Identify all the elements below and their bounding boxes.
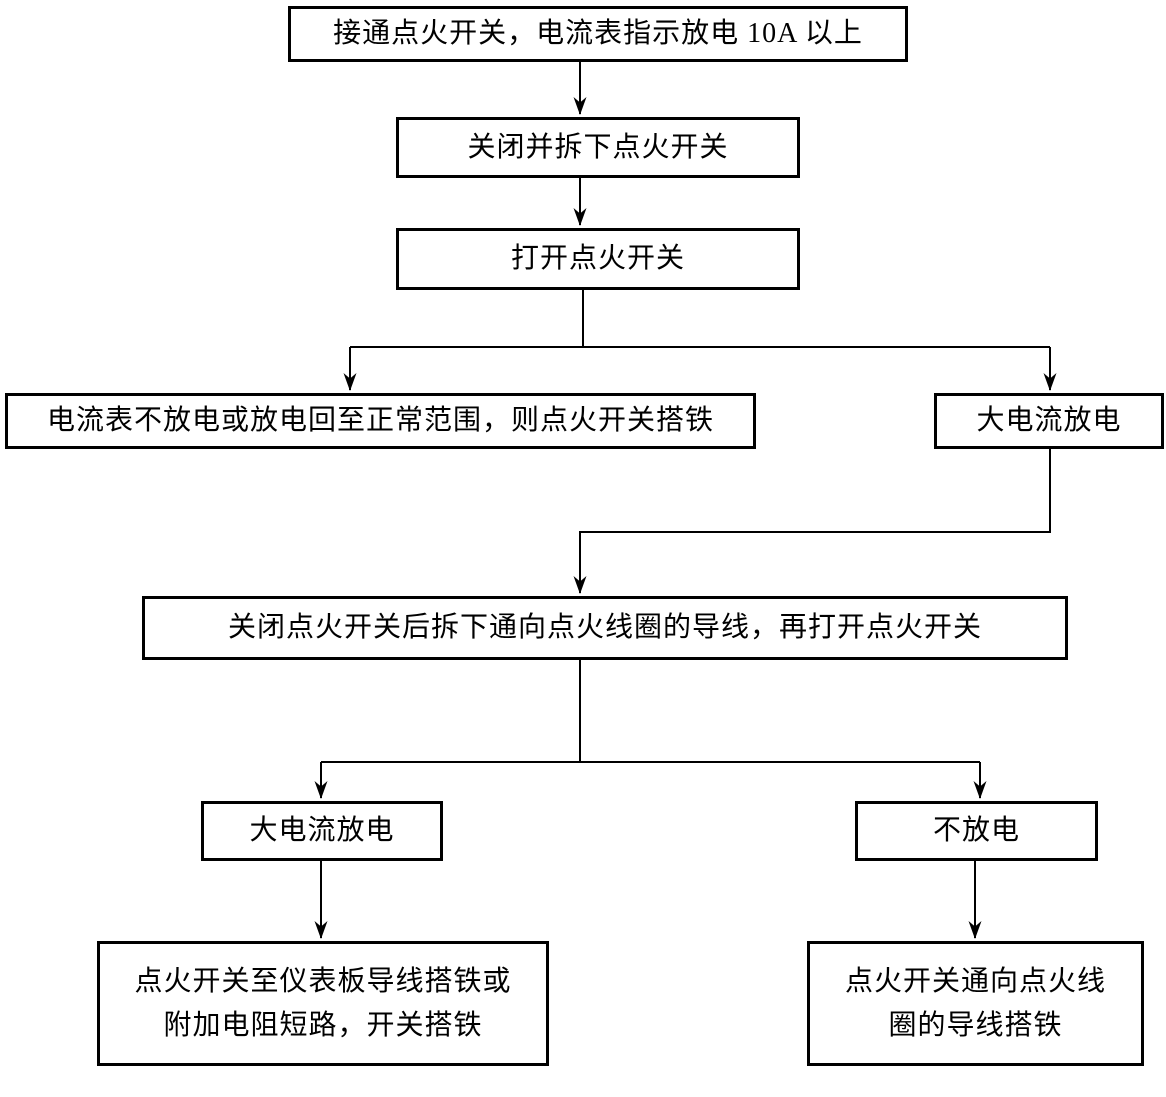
connector-large1-to-removecoil [573,449,1051,594]
flow-box-start: 接通点火开关，电流表指示放电 10A 以上 [288,6,908,62]
flow-box-large-current-discharge-1: 大电流放电 [934,393,1164,449]
flow-box-ammeter-normal: 电流表不放电或放电回至正常范围，则点火开关搭铁 [5,393,756,449]
flow-box-conclusion-coil-wire-grounded: 点火开关通向点火线 圈的导线搭铁 [807,941,1144,1066]
flow-box-close-and-remove-switch: 关闭并拆下点火开关 [396,117,800,178]
flow-box-large-current-discharge-2: 大电流放电 [201,801,443,861]
flow-box-open-switch: 打开点火开关 [396,228,800,290]
flow-box-no-discharge: 不放电 [855,801,1098,861]
flow-box-remove-coil-wire-and-reopen: 关闭点火开关后拆下通向点火线圈的导线，再打开点火开关 [142,596,1068,660]
flow-box-conclusion-panel-wire-grounded: 点火开关至仪表板导线搭铁或 附加电阻短路，开关搭铁 [97,941,549,1066]
